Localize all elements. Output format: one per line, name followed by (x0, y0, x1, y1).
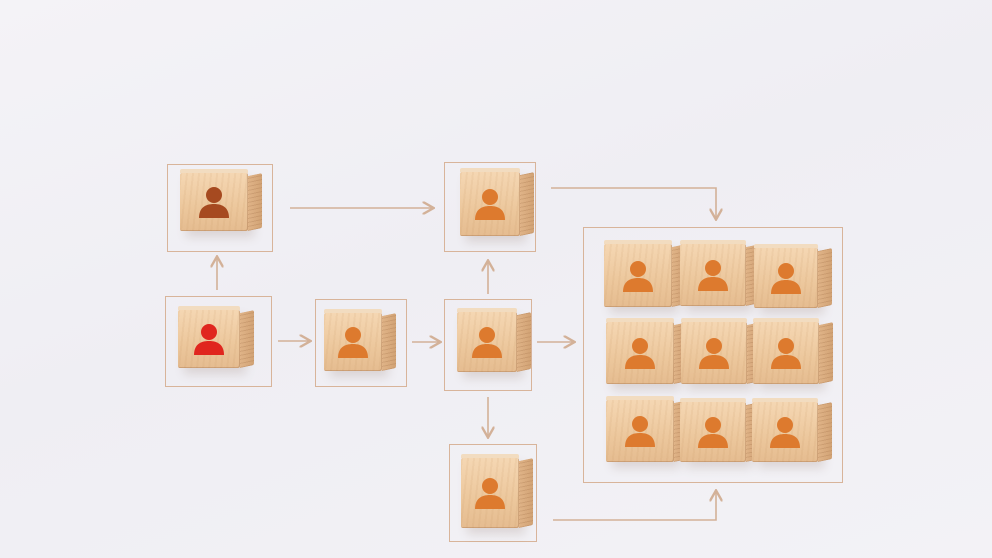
team-block (680, 240, 760, 306)
node-frame-top-left (167, 164, 273, 252)
block-hub (457, 308, 531, 372)
node-frame-leader (165, 296, 272, 387)
person-icon (770, 417, 800, 448)
person-icon (771, 338, 801, 369)
team-frame (583, 227, 843, 483)
person-icon (338, 327, 368, 358)
arrow-icon (551, 187, 716, 218)
person-icon (472, 327, 502, 358)
person-icon (475, 478, 505, 509)
team-block (681, 318, 761, 384)
team-block (604, 240, 686, 307)
team-block (754, 244, 832, 308)
person-icon (625, 416, 655, 447)
node-frame-bottom (449, 444, 537, 542)
node-frame-top-right (444, 162, 536, 252)
person-icon (625, 338, 655, 369)
block-leader (178, 306, 254, 368)
person-icon (699, 338, 729, 369)
person-icon (199, 187, 229, 218)
team-block (752, 398, 832, 462)
block-top-left (180, 169, 262, 231)
team-block (680, 398, 760, 462)
block-top-right (460, 168, 534, 236)
person-icon (475, 189, 505, 220)
team-block (606, 318, 688, 384)
person-icon (194, 324, 224, 355)
block-second (324, 309, 396, 371)
node-frame-second (315, 299, 407, 387)
team-block (753, 318, 833, 384)
person-icon (771, 263, 801, 294)
person-icon (623, 260, 653, 292)
block-bottom (461, 454, 533, 528)
node-frame-hub (444, 299, 532, 391)
person-icon (698, 260, 728, 291)
person-icon (698, 417, 728, 448)
team-block (606, 396, 688, 462)
arrow-icon (553, 492, 716, 521)
